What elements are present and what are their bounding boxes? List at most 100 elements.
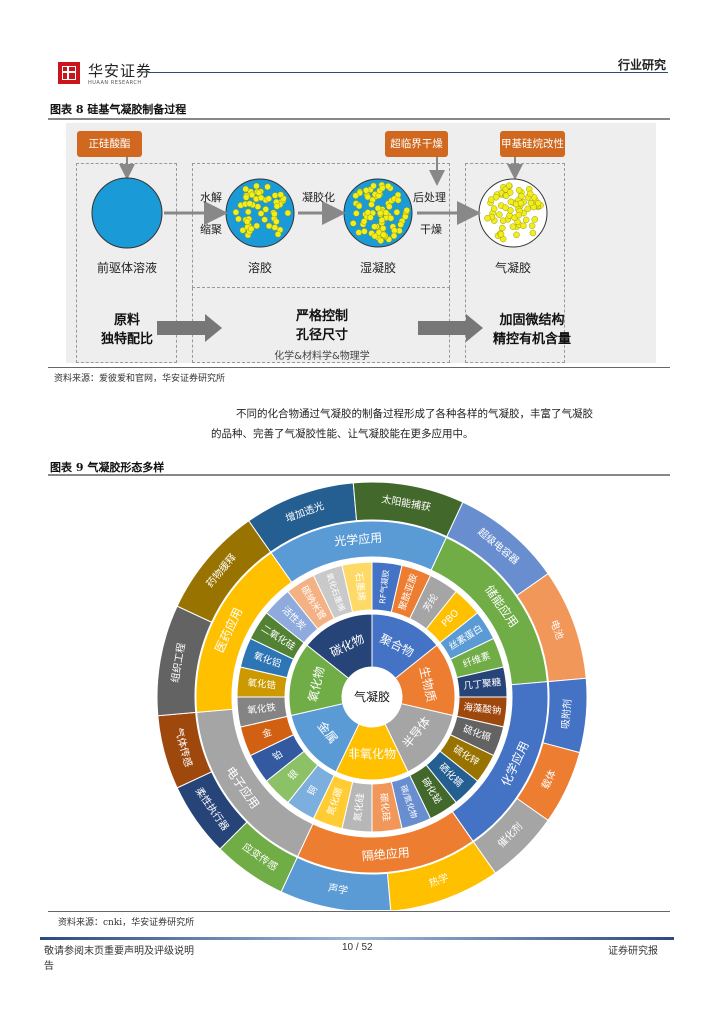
particle [255,189,263,196]
segment-label: 碳化硅 [377,792,392,822]
particle [242,185,249,193]
input-box: 超临界干燥 [385,131,448,157]
bottom-label-line: 严格控制 [295,309,348,324]
particle [393,209,401,216]
stage-label: 气凝胶 [494,261,531,275]
bottom-label: 严格控制孔径尺寸 [272,307,372,345]
big-arrow [418,314,483,342]
segment-label: 气凝胶 [354,689,390,704]
aerogel-sunburst-chart: 聚合物生物质半导体非氧化物金属氧化物碳化物RF气凝胶聚酰亚胺芳纶PBO丝素蛋白纤… [156,481,588,910]
stage-group-box [192,163,450,288]
particle [507,207,514,214]
particle [386,203,393,210]
particle [394,196,402,204]
particle [235,215,242,223]
particle [367,214,374,221]
bottom-label: 原料独特配比 [87,311,167,349]
figure8-source: 资料来源：爱彼爱和官网，华安证券研究所 [54,374,226,384]
particle [264,183,271,191]
particle [246,200,253,207]
precursor-circle [91,177,163,249]
particle [507,198,515,206]
particle [271,192,279,199]
figure8-rule [48,118,670,120]
segment-label: 吸附剂 [558,698,574,729]
particle [517,199,525,207]
particle [380,231,387,239]
particle [528,222,536,230]
aerogel-circle [478,178,548,248]
particle [253,222,261,230]
particle [261,216,268,223]
particle [232,209,240,216]
particle [247,225,255,233]
input-box: 正硅酸酯 [77,131,142,157]
particle [513,231,520,239]
step-label: 干燥 [420,223,442,236]
particle [352,192,359,199]
particle [524,205,531,213]
stage-label: 溶胶 [247,261,272,275]
particle [370,182,377,190]
particle [253,182,260,190]
figure9-title: 图表 9 气凝胶形态多样 [50,461,165,474]
particle [361,228,368,235]
particle [403,207,411,214]
particle [364,209,372,216]
step-label: 缩聚 [200,223,222,236]
particle [245,208,252,216]
footer-doc-type: 证券研究报 [608,946,658,957]
bottom-label-line: 原料 [113,313,140,328]
header-divider [148,72,668,73]
particle [515,187,523,194]
particle [273,218,280,225]
particle [371,223,378,230]
particle [522,216,530,224]
brand-name-en: HUAAN RESEARCH [88,80,142,86]
particle [377,237,385,244]
particle [509,223,517,230]
step-label: 凝胶化 [302,191,335,204]
particle [364,193,372,201]
particle [355,202,363,210]
particle [384,182,392,190]
particle [239,227,247,234]
particle [379,184,386,192]
segment-label: 隔绝应用 [361,844,410,863]
particle [492,193,500,201]
discipline-label: 化学&材料学&物理学 [274,351,370,362]
step-label: 后处理 [413,191,446,204]
particle [527,199,535,207]
particle [387,214,395,222]
segment-label: 氮化硅 [352,792,367,822]
particle [368,201,375,208]
stage-label: 湿凝胶 [359,261,396,275]
footer-disclaimer: 敬请参阅末页重要声明及评级说明 [44,946,194,957]
particle [490,205,498,212]
particle [277,191,285,199]
particle [526,190,534,198]
segment-label: 声学 [327,881,349,897]
segment-label: 海藻酸钠 [463,701,502,717]
company-logo [58,62,80,84]
figure9-bottom-rule [48,911,670,912]
particle [271,210,278,218]
particle [534,199,542,207]
particle [382,209,390,216]
segment-label: 氧化锆 [247,677,277,692]
bottom-label-line: 精控有机含量 [492,332,571,347]
bottom-label-line: 孔径尺寸 [295,328,348,343]
segment-label: 非氧化物 [348,747,396,761]
particle [362,187,370,194]
brand-name: 华安证券 [88,62,153,80]
particle [397,221,404,228]
particle [496,211,503,218]
section-label: 行业研究 [617,58,666,72]
segment-label: 金 [261,726,274,741]
particle [377,209,384,217]
use-case-segment [176,520,272,623]
particle [360,218,368,225]
particle [520,222,527,230]
bottom-label-line: 独特配比 [100,332,153,347]
application-segment [195,552,293,713]
